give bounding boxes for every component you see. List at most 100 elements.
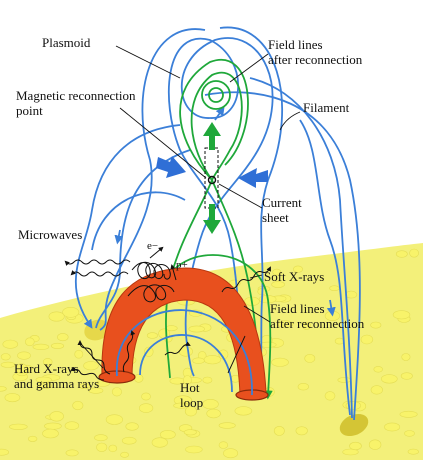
label-reconnection-2: point (16, 103, 43, 118)
surface-granule (368, 439, 382, 450)
label-hard-xrays-2: and gamma rays (14, 376, 99, 391)
inflow-left-arrow (156, 156, 186, 178)
label-field-lines-top-1: Field lines (268, 37, 323, 52)
surface-granule (151, 437, 168, 448)
surface-granule (276, 320, 294, 328)
label-electron: e− (147, 240, 158, 252)
surface-granule (4, 393, 21, 403)
particle-spiral (127, 246, 177, 303)
surface-granule (0, 386, 7, 392)
surface-granule (293, 265, 303, 273)
label-proton: p+ (176, 259, 188, 271)
surface-granule (62, 306, 80, 318)
surface-granule (121, 436, 137, 445)
surface-granule (271, 281, 285, 288)
surface-granule (203, 355, 222, 365)
surface-granule (96, 442, 108, 452)
label-hot-loop-2: loop (180, 395, 203, 410)
surface-granule (64, 421, 80, 431)
surface-granule (324, 391, 336, 401)
surface-granules (0, 248, 419, 459)
microwave-wave-1 (64, 259, 131, 266)
surface-granule (48, 311, 65, 322)
label-plasmoid: Plasmoid (42, 35, 91, 50)
surface-granule (409, 248, 419, 258)
surface-granule (182, 375, 192, 385)
surface-granule (24, 337, 35, 347)
surface-granule (139, 403, 154, 413)
surface-granule (295, 426, 308, 436)
hard-xray-wave-3 (70, 366, 105, 381)
surface-granule (399, 410, 418, 418)
surface-granule (49, 411, 64, 422)
label-microwaves: Microwaves (18, 227, 82, 242)
surface-granule (120, 451, 129, 458)
surface-granule (206, 408, 221, 419)
surface-granule (146, 332, 158, 339)
surface-granule (57, 333, 69, 342)
inflow-right-arrow (238, 168, 268, 188)
outflow-up-arrow (203, 122, 221, 150)
leader-lines (81, 45, 301, 374)
surface-granule (0, 353, 11, 361)
surface-granule (44, 422, 62, 430)
surface-granule (259, 341, 277, 348)
label-field-lines-top-2: after reconnection (268, 52, 363, 67)
surface-granule (273, 425, 285, 436)
surface-granule (125, 422, 139, 431)
surface-granule (184, 406, 197, 417)
post-reconnection-arches (91, 191, 253, 396)
surface-granule (337, 377, 352, 383)
surface-granule (329, 285, 340, 292)
surface-granule (27, 435, 38, 442)
surface-granule (349, 441, 362, 451)
hard-xray-wave-4 (164, 341, 191, 356)
label-current-sheet-1: Current (262, 195, 302, 210)
surface-granule (401, 353, 411, 361)
microwave-wave-2 (70, 270, 129, 277)
surface-granule (223, 448, 239, 459)
surface-granule (50, 342, 65, 349)
surface-granule (94, 434, 108, 442)
inflow-arrows (156, 156, 268, 188)
label-field-lines-low-2: after reconnection (270, 316, 365, 331)
surface-granule (17, 351, 31, 360)
blue-field-lines (74, 26, 361, 421)
surface-granule (384, 422, 401, 432)
surface-granule (65, 449, 79, 457)
surface-granule (111, 387, 122, 397)
surface-granule (404, 430, 415, 437)
filament-footpoint-right (339, 413, 369, 437)
surface-granule (185, 445, 203, 454)
surface-granule (173, 402, 190, 409)
surface-granule (202, 399, 219, 410)
surface-granule (334, 337, 345, 345)
solar-surface (0, 243, 423, 460)
surface-granule (42, 428, 59, 439)
surface-granule (272, 268, 282, 276)
surface-granule (218, 422, 236, 429)
surface-granule (2, 339, 19, 349)
label-current-sheet-2: sheet (262, 210, 289, 225)
surface-granule (395, 250, 408, 258)
surface-granule (134, 373, 144, 383)
surface-granule (42, 358, 53, 366)
surface-granule (373, 366, 383, 373)
surface-granule (304, 353, 316, 363)
outflow-arrows (203, 122, 221, 234)
surface-granule (392, 310, 411, 320)
surface-granule (83, 361, 99, 371)
surface-granule (380, 374, 398, 384)
surface-granule (297, 383, 309, 391)
surface-granule (0, 448, 9, 456)
surface-granule (144, 346, 154, 357)
surface-granule (105, 414, 123, 425)
surface-granule (35, 376, 52, 383)
surface-granule (400, 372, 413, 380)
surface-granule (302, 321, 311, 330)
hot-loop (98, 267, 269, 401)
label-reconnection-1: Magnetic reconnection (16, 88, 136, 103)
surface-granule (202, 376, 213, 384)
label-soft-xrays: Soft X-rays (264, 269, 324, 284)
surface-granule (183, 429, 197, 436)
